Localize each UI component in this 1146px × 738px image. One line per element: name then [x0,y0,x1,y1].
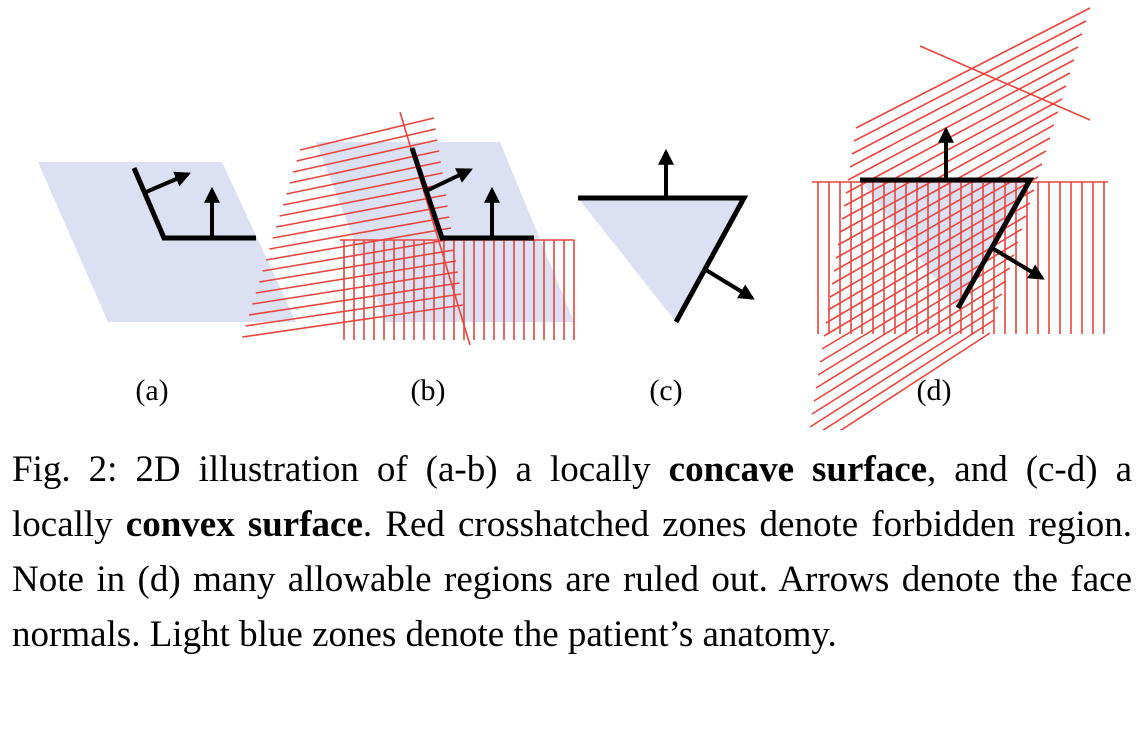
hatch-line [293,139,438,173]
panel-d-label: (d) [916,374,952,407]
surface-edge [409,147,534,241]
anatomy-region [578,198,744,322]
normal-arrow [990,246,1045,280]
panel-d [809,7,1108,430]
hatch-line [919,45,1091,121]
hatch-line [255,260,457,294]
hatch-line [837,124,1055,246]
panel-c-label: (c) [649,374,683,407]
forbidden-zone-hatch [340,239,575,340]
surface-edge [131,167,256,241]
hatch-line [259,249,455,283]
caption-prefix: Fig. 2: [12,449,118,490]
hatch-line [815,267,1011,389]
hatch-line [813,280,1007,402]
anatomy-region [860,180,1030,308]
caption-bold-concave: concave surface [668,449,928,490]
figure-caption: Fig. 2: 2D illustration of (a-b) a local… [12,442,1132,662]
caption-text: , and (c-d) a locally [12,449,1132,545]
hatch-line [296,128,436,162]
surface-edge [860,177,1035,310]
panel-a-label: (a) [135,374,169,407]
hatch-line [276,194,447,228]
hatch-line [835,137,1051,259]
hatch-line [282,172,443,206]
hatch-line [269,216,450,250]
hatch-line [822,319,995,430]
hatch-line [272,205,448,239]
caption-text: . Red crosshatched zones denote forbidde… [12,504,1132,655]
normal-arrow [423,168,473,194]
hatch-line [845,72,1071,194]
hatch-line [839,332,991,430]
hatch-line [265,227,452,261]
anatomy-region [316,142,574,322]
hatch-line [841,98,1063,220]
hatch-line [809,306,999,428]
hatch-line [299,117,435,151]
hatch-line [242,304,464,338]
hatch-line [817,254,1015,376]
hatch-line [851,33,1083,155]
figure-illustration [38,7,1108,430]
hatch-line [831,163,1043,285]
hatch-line [823,215,1027,337]
hatch-line [829,176,1039,298]
panel-b [242,111,575,346]
hatch-line [849,46,1079,168]
hatch-line [853,20,1087,142]
panel-a [38,162,296,322]
hatch-line [833,150,1047,272]
hatch-line [279,183,445,217]
anatomy-region [38,162,296,322]
panel-b-label: (b) [410,374,446,407]
hatch-line [286,161,441,195]
hatch-line [262,238,453,272]
hatch-line [843,85,1067,207]
panel-c [578,148,755,324]
surface-edge [578,195,749,324]
hatch-line [847,59,1075,181]
hatch-line [811,293,1003,415]
hatch-line [855,7,1091,129]
normal-arrow [704,268,755,300]
caption-bold-convex: convex surface [125,504,363,545]
hatch-line [839,111,1059,233]
normal-arrow [145,171,191,194]
caption-text: 2D illustration of (a-b) a locally [117,449,669,490]
